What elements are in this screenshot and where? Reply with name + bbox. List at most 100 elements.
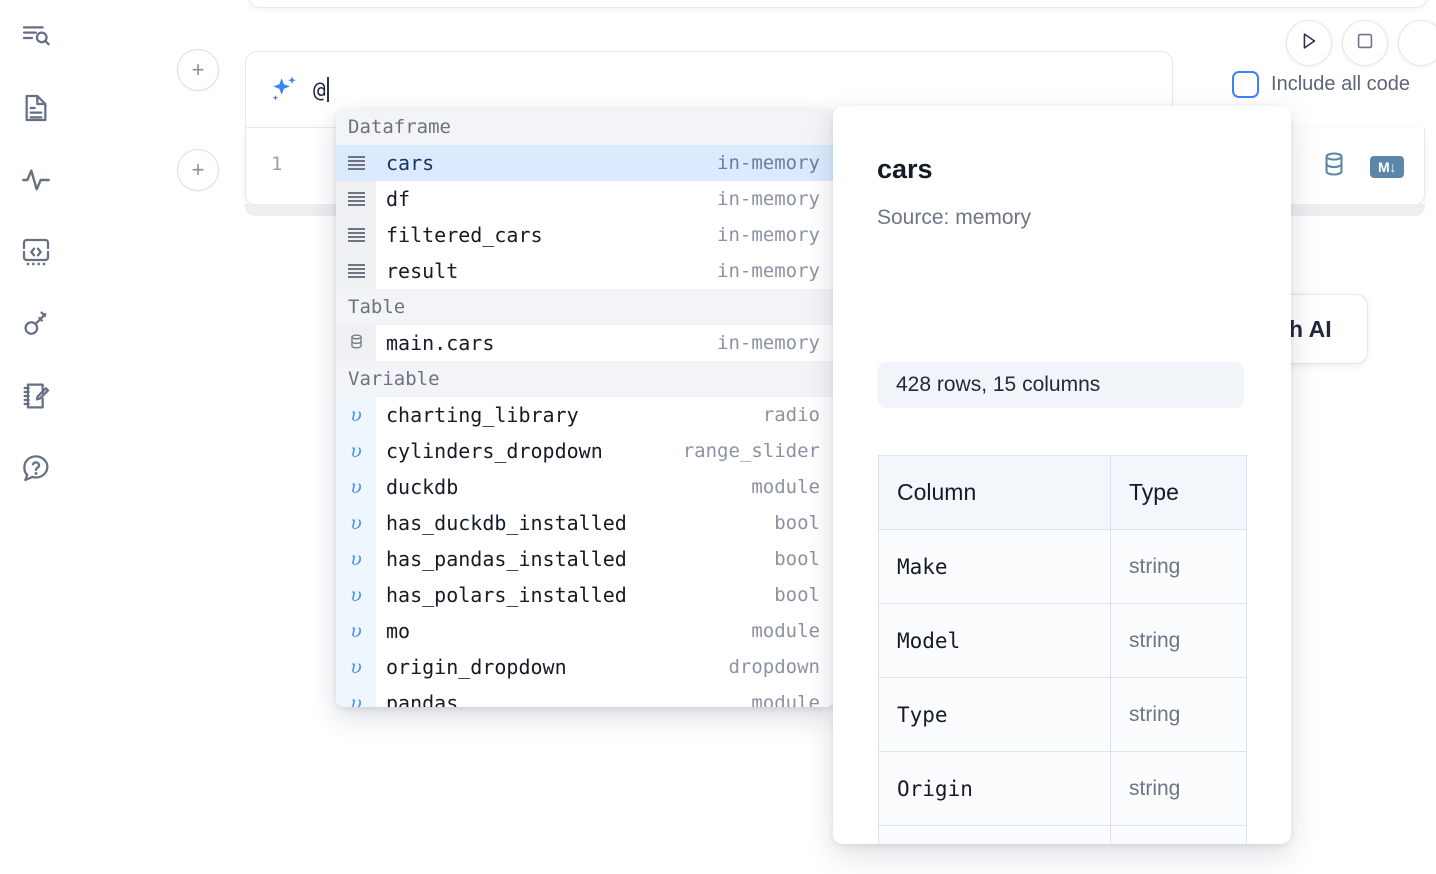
add-cell-button-top[interactable]: + [177, 49, 219, 91]
include-all-code-label: Include all code [1271, 73, 1410, 95]
autocomplete-list[interactable]: Dataframe cars in-memory df in-memory filtere… [336, 109, 834, 707]
plus-icon: + [191, 157, 205, 182]
detail-shape-text: 428 rows, 15 columns [896, 373, 1101, 396]
key-secrets-icon [20, 308, 52, 340]
autocomplete-item-type: bool [774, 548, 820, 570]
plus-icon: + [191, 57, 205, 82]
more-actions-button[interactable] [1398, 20, 1436, 66]
sidebar-item-activity[interactable] [14, 158, 58, 202]
ai-prompt-value: @ [313, 78, 326, 102]
include-all-code-checkbox[interactable] [1232, 71, 1260, 98]
text-caret [326, 77, 329, 102]
autocomplete-item-type: module [751, 692, 820, 707]
table-row: DriveTrainstring [878, 825, 1247, 844]
autocomplete-item-name: main.cars [386, 331, 495, 355]
run-cell-button[interactable] [1286, 20, 1332, 66]
sidebar-item-scratchpad[interactable] [14, 374, 58, 418]
autocomplete-item-type: bool [774, 584, 820, 606]
stop-cell-button[interactable] [1342, 20, 1388, 66]
autocomplete-group-label: Dataframe [336, 109, 834, 145]
code-snippet-icon [20, 236, 52, 268]
autocomplete-item-name: origin_dropdown [386, 655, 567, 679]
autocomplete-item-name: cars [386, 151, 435, 175]
variable-upsilon-icon: υ [350, 548, 362, 570]
variable-upsilon-icon: υ [350, 404, 362, 426]
autocomplete-item-type: range_slider [682, 440, 820, 462]
previous-cell-stub [248, 0, 1428, 8]
activity-pulse-icon [20, 164, 52, 196]
autocomplete-item[interactable]: υ has_polars_installed bool [336, 577, 834, 613]
sidebar-item-explore-search[interactable] [14, 14, 58, 58]
include-all-code-row[interactable]: Include all code [1232, 71, 1410, 98]
cell-run-controls [1286, 20, 1436, 66]
autocomplete-item[interactable]: cars in-memory [336, 145, 834, 181]
dataframe-lines-icon [347, 264, 365, 278]
generate-with-ai-label: h AI [1289, 315, 1332, 342]
autocomplete-item-name: charting_library [386, 403, 579, 427]
autocomplete-item-type: in-memory [717, 260, 820, 282]
autocomplete-item-name: mo [386, 619, 411, 643]
autocomplete-dropdown[interactable]: Dataframe cars in-memory df in-memory filtere… [336, 109, 834, 707]
database-icon [348, 333, 365, 354]
markdown-badge[interactable]: M↓ [1370, 155, 1404, 178]
dataframe-lines-icon [347, 156, 365, 170]
autocomplete-item-type: module [751, 620, 820, 642]
scratchpad-edit-icon [20, 380, 52, 412]
detail-title: cars [877, 154, 933, 184]
dataframe-lines-icon [347, 192, 365, 206]
autocomplete-item-name: filtered_cars [386, 223, 543, 247]
add-cell-button-bottom[interactable]: + [177, 149, 219, 191]
autocomplete-group-label: Variable [336, 361, 834, 397]
autocomplete-group-label: Table [336, 289, 834, 325]
ai-prompt-input[interactable]: @ [313, 77, 329, 102]
variable-upsilon-icon: υ [350, 656, 362, 678]
variable-upsilon-icon: υ [350, 584, 362, 606]
database-icon[interactable] [1320, 150, 1348, 183]
detail-shape-badge: 428 rows, 15 columns [878, 362, 1244, 408]
autocomplete-item-name: df [386, 187, 411, 211]
autocomplete-item-type: radio [762, 404, 820, 426]
sidebar-item-snippets[interactable] [14, 230, 58, 274]
generate-with-ai-card[interactable]: h AI [1276, 294, 1368, 364]
column-name-cell: DriveTrain [878, 825, 1111, 844]
column-type-cell: string [1110, 603, 1247, 678]
stop-square-icon [1354, 30, 1376, 57]
autocomplete-item[interactable]: υ charting_library radio [336, 397, 834, 433]
sidebar-item-secrets[interactable] [14, 302, 58, 346]
autocomplete-item-name: duckdb [386, 475, 459, 499]
ai-prompt-input-wrap[interactable]: @ [303, 52, 1172, 127]
autocomplete-item-type: in-memory [717, 332, 820, 354]
ai-sparkle-icon [265, 72, 303, 108]
autocomplete-item-type: in-memory [717, 152, 820, 174]
autocomplete-item-type: in-memory [717, 188, 820, 210]
column-type-cell: string [1110, 751, 1247, 826]
sidebar-item-notebook[interactable] [14, 86, 58, 130]
column-type-cell: string [1110, 529, 1247, 604]
dataframe-lines-icon [347, 228, 365, 242]
file-document-icon [20, 92, 52, 124]
column-type-cell: string [1110, 825, 1247, 844]
variable-upsilon-icon: υ [350, 512, 362, 534]
column-name-cell: Type [878, 677, 1111, 752]
variable-upsilon-icon: υ [350, 692, 362, 707]
autocomplete-item-name: has_polars_installed [386, 583, 627, 607]
autocomplete-item[interactable]: main.cars in-memory [336, 325, 834, 361]
sidebar-item-help[interactable] [14, 446, 58, 490]
autocomplete-item[interactable]: df in-memory [336, 181, 834, 217]
help-question-icon [20, 452, 52, 484]
